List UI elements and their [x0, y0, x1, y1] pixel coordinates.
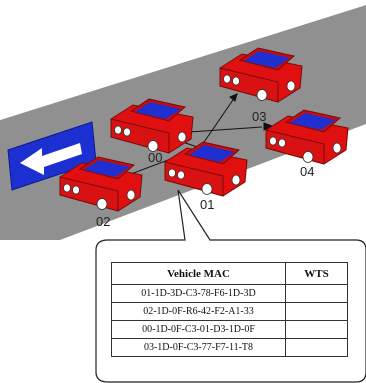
table-header-row: Vehicle MAC WTS — [111, 262, 348, 285]
road-lane-line — [0, 0, 366, 120]
wts-cell — [285, 302, 348, 321]
wts-cell — [285, 320, 348, 339]
header-wts: WTS — [285, 262, 348, 285]
table-row: 03-1D-0F-C3-77-F7-11-T8 — [111, 338, 348, 357]
arrow-left-icon — [20, 143, 82, 175]
car-label-00: 00 — [148, 150, 162, 165]
wts-cell — [285, 284, 348, 303]
mac-cell: 00-1D-0F-C3-01-D3-1D-0F — [111, 320, 286, 339]
car-label-01: 01 — [200, 197, 214, 212]
car-label-02: 02 — [96, 214, 110, 229]
table-row: 00-1D-0F-C3-01-D3-1D-0F — [111, 320, 348, 339]
vehicle-mac-table: Vehicle MAC WTS 01-1D-3D-C3-78-F6-1D-3D … — [111, 262, 348, 357]
mac-cell: 01-1D-3D-C3-78-F6-1D-3D — [111, 284, 286, 303]
mac-cell: 03-1D-0F-C3-77-F7-11-T8 — [111, 338, 286, 357]
header-vehicle-mac: Vehicle MAC — [111, 262, 286, 285]
mac-cell: 02-1D-0F-R6-42-F2-A1-33 — [111, 302, 286, 321]
wts-cell — [285, 338, 348, 357]
table-row: 02-1D-0F-R6-42-F2-A1-33 — [111, 302, 348, 321]
car-label-03: 03 — [252, 109, 266, 124]
table-row: 01-1D-3D-C3-78-F6-1D-3D — [111, 284, 348, 303]
car-label-04: 04 — [300, 164, 314, 179]
